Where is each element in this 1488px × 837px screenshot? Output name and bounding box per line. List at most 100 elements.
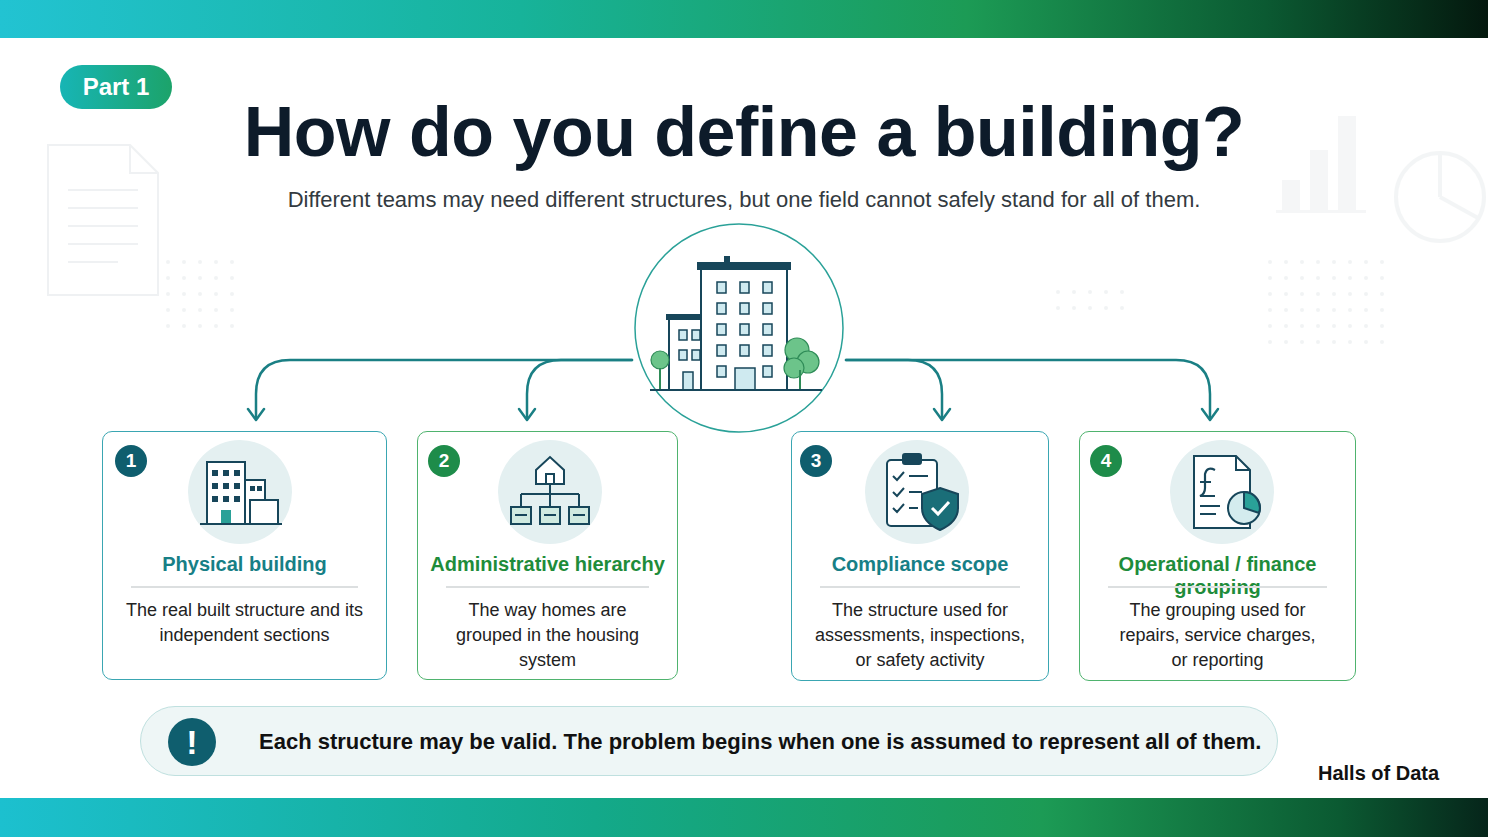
part-tag: Part 1 [60, 65, 172, 109]
decor-dot [1300, 292, 1304, 296]
decor-dot [182, 324, 186, 328]
decor-dot [214, 292, 218, 296]
decor-dot [1364, 308, 1368, 312]
decor-dot [1348, 260, 1352, 264]
decor-dot [1380, 260, 1384, 264]
decor-dot [198, 308, 202, 312]
decor-dot [1316, 260, 1320, 264]
decor-dot [182, 260, 186, 264]
card-description: The real built structure and its indepen… [125, 598, 365, 648]
decor-dot [166, 324, 170, 328]
decor-dot [1072, 290, 1076, 294]
category-card: Compliance scopeThe structure used for a… [791, 431, 1049, 681]
callout-number: 2 [428, 445, 460, 477]
decor-dot [1364, 292, 1368, 296]
decor-dot [1104, 290, 1108, 294]
decor-dot [1284, 308, 1288, 312]
decor-dot [1268, 340, 1272, 344]
card-heading: Physical building [103, 553, 386, 576]
callout-number: 4 [1090, 445, 1122, 477]
decor-dot [1364, 276, 1368, 280]
callout-number: 3 [800, 445, 832, 477]
decor-dot [1380, 276, 1384, 280]
alert-icon: ! [168, 718, 216, 766]
decor-dot [230, 276, 234, 280]
finance-icon [1170, 440, 1274, 544]
decor-dot [1380, 308, 1384, 312]
decor-dot [1332, 276, 1336, 280]
decor-dot [182, 308, 186, 312]
decor-dot [1364, 260, 1368, 264]
card-heading: Compliance scope [792, 553, 1048, 576]
decor-dot [1268, 292, 1272, 296]
center-building-illustration [635, 224, 843, 432]
heading-divider [446, 586, 649, 588]
decor-dot [1284, 260, 1288, 264]
decor-dot [1300, 260, 1304, 264]
compliance-icon [865, 440, 969, 544]
bottom-bar [0, 798, 1488, 837]
callout-number-text: 2 [439, 450, 450, 472]
decor-dot [1268, 324, 1272, 328]
alert-symbol: ! [186, 723, 197, 762]
decor-dot [230, 324, 234, 328]
decor-dot [166, 260, 170, 264]
brand-label: Halls of Data [1318, 762, 1439, 785]
decor-dot [1348, 340, 1352, 344]
decor-dot [1300, 308, 1304, 312]
decor-dot [1284, 340, 1288, 344]
decor-dot [214, 276, 218, 280]
decor-dot [1348, 324, 1352, 328]
decor-dot [1332, 292, 1336, 296]
decor-dot [198, 276, 202, 280]
decor-dot [1332, 324, 1336, 328]
decor-dot [166, 276, 170, 280]
diagram-subtitle: Different teams may need different struc… [0, 187, 1488, 213]
decor-dot [1316, 276, 1320, 280]
decor-dot [1088, 306, 1092, 310]
decor-dot [230, 292, 234, 296]
decor-dot [1056, 290, 1060, 294]
callout-number-text: 4 [1101, 450, 1112, 472]
decor-dot [1120, 290, 1124, 294]
decor-dot [182, 276, 186, 280]
decor-dot [1268, 260, 1272, 264]
decor-dot [1316, 292, 1320, 296]
decor-dot [1348, 292, 1352, 296]
callout-number-text: 1 [126, 450, 137, 472]
faint-pie [1396, 153, 1484, 241]
decor-dot [198, 292, 202, 296]
callout-band: Each structure may be valid. The problem… [140, 706, 1278, 776]
decor-dot [182, 292, 186, 296]
decor-dot [1300, 324, 1304, 328]
decor-dot [198, 260, 202, 264]
card-description: The way homes are grouped in the housing… [437, 598, 659, 673]
decor-dot [1348, 276, 1352, 280]
decor-dot [1284, 324, 1288, 328]
decor-dot [1088, 290, 1092, 294]
decor-dot [1364, 340, 1368, 344]
decor-dot [1284, 292, 1288, 296]
callout-number: 1 [115, 445, 147, 477]
decor-dot [1380, 340, 1384, 344]
decor-dot [1268, 276, 1272, 280]
decor-dot [214, 308, 218, 312]
card-heading: Administrative hierarchy [418, 553, 677, 576]
decor-dot [1380, 292, 1384, 296]
decor-dot [1348, 308, 1352, 312]
decor-dot [1332, 308, 1336, 312]
decor-dot [230, 308, 234, 312]
decor-dot [1300, 340, 1304, 344]
category-card: Physical buildingThe real built structur… [102, 431, 387, 680]
decor-dot [1120, 306, 1124, 310]
decor-dot [230, 260, 234, 264]
decor-dot [1300, 276, 1304, 280]
category-card: Operational / finance groupingThe groupi… [1079, 431, 1356, 681]
top-bar [0, 0, 1488, 38]
decor-dot [1332, 260, 1336, 264]
hierarchy-icon [498, 440, 602, 544]
card-description: The structure used for assessments, insp… [811, 598, 1029, 673]
tag-text: Part 1 [83, 73, 150, 101]
decor-dot [1332, 340, 1336, 344]
decor-dot [1072, 306, 1076, 310]
